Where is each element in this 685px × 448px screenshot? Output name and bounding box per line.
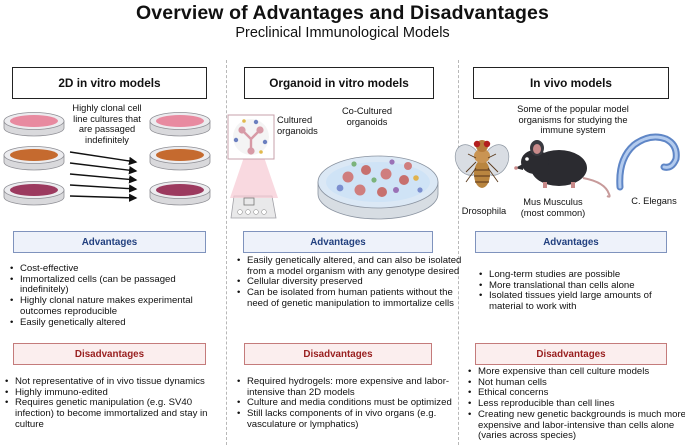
list-item: Cellular diversity preserved — [237, 277, 462, 288]
list-item: Can be isolated from human patients with… — [237, 287, 462, 309]
culture-dish-orange — [3, 146, 65, 171]
list-item: Still lacks components of in vivo organs… — [237, 408, 459, 430]
c-elegans-illustration — [616, 133, 680, 191]
list-item: Easily genetically altered, and can also… — [237, 255, 462, 277]
culture-dish-orange — [149, 146, 211, 171]
2d-image-caption: Highly clonal cell line cultures that ar… — [72, 103, 142, 145]
co-cultured-organoids-caption: Co-Cultured organoids — [341, 106, 393, 127]
list-item: Not representative of in vivo tissue dyn… — [5, 376, 227, 388]
culture-dish-pink — [3, 112, 65, 137]
culture-dish-stack-right — [149, 112, 211, 206]
page-subtitle: Preclinical Immunological Models — [235, 25, 450, 41]
mouse-illustration — [514, 140, 611, 198]
disadvantages-list-2d: Not representative of in vivo tissue dyn… — [3, 376, 227, 431]
disadvantages-list-in-vivo: More expensive than cell culture models … — [466, 366, 685, 442]
page-title: Overview of Advantages and Disadvantages — [136, 2, 549, 24]
culture-dish-purple — [149, 181, 211, 206]
list-item: Highly immuno-edited — [5, 387, 227, 399]
list-item: Less reproducible than cell lines — [468, 398, 685, 410]
culture-plate — [230, 195, 277, 219]
advantages-label-2d: Advantages — [13, 231, 206, 253]
list-item: Cost-effective — [10, 263, 225, 275]
advantages-list-in-vivo: Long-term studies are possible More tran… — [477, 269, 684, 313]
list-item: Requires genetic manipulation (e.g. SV40… — [5, 398, 227, 430]
immune-cells — [336, 159, 423, 193]
list-item: Ethical concerns — [468, 388, 685, 399]
culture-dish-purple — [3, 181, 65, 206]
list-item: Creating new genetic backgrounds is much… — [468, 409, 685, 442]
culture-dish-stack-left — [3, 112, 65, 206]
disadvantages-list-organoid: Required hydrogels: more expensive and l… — [235, 376, 459, 431]
organoid-vial-illustration — [227, 114, 278, 219]
culture-dish-pink — [149, 112, 211, 137]
advantages-label-in-vivo: Advantages — [475, 231, 667, 253]
passage-arrows — [69, 151, 138, 202]
zoom-cone — [230, 157, 278, 198]
header-organoid-in-vitro: Organoid in vitro models — [244, 67, 434, 99]
column-divider — [226, 60, 227, 445]
list-item: Highly clonal nature makes experimental … — [10, 295, 225, 317]
list-item: Required hydrogels: more expensive and l… — [237, 376, 459, 398]
in-vivo-image-caption: Some of the popular model organisms for … — [517, 104, 629, 136]
list-item: Isolated tissues yield large amounts of … — [479, 290, 684, 312]
disadvantages-label-2d: Disadvantages — [13, 343, 206, 365]
header-2d-in-vitro: 2D in vitro models — [12, 67, 207, 99]
c-elegans-label: C. Elegans — [631, 196, 677, 206]
advantages-list-2d: Cost-effective Immortalized cells (can b… — [8, 263, 225, 329]
cultured-organoids-caption: Cultured organoids — [277, 115, 318, 136]
list-item: More translational than cells alone — [479, 280, 684, 292]
list-item: Long-term studies are possible — [479, 269, 684, 281]
advantages-list-organoid: Easily genetically altered, and can also… — [235, 255, 462, 310]
header-in-vivo: In vivo models — [473, 67, 669, 99]
list-item: Easily genetically altered — [10, 317, 225, 329]
advantages-label-organoid: Advantages — [243, 231, 433, 253]
drosophila-label: Drosophila — [461, 206, 507, 216]
column-divider — [458, 60, 459, 445]
list-item: Not human cells — [468, 377, 685, 389]
list-item: Immortalized cells (can be passaged inde… — [10, 274, 225, 296]
organoid-cluster — [342, 162, 412, 197]
mouse-label: Mus Musculus (most common) — [520, 197, 586, 218]
disadvantages-label-in-vivo: Disadvantages — [475, 343, 667, 365]
co-culture-dish-illustration — [317, 155, 439, 220]
drosophila-illustration — [454, 140, 510, 188]
list-item: Culture and media conditions must be opt… — [237, 398, 459, 409]
list-item: More expensive than cell culture models — [468, 366, 685, 378]
disadvantages-label-organoid: Disadvantages — [244, 343, 432, 365]
